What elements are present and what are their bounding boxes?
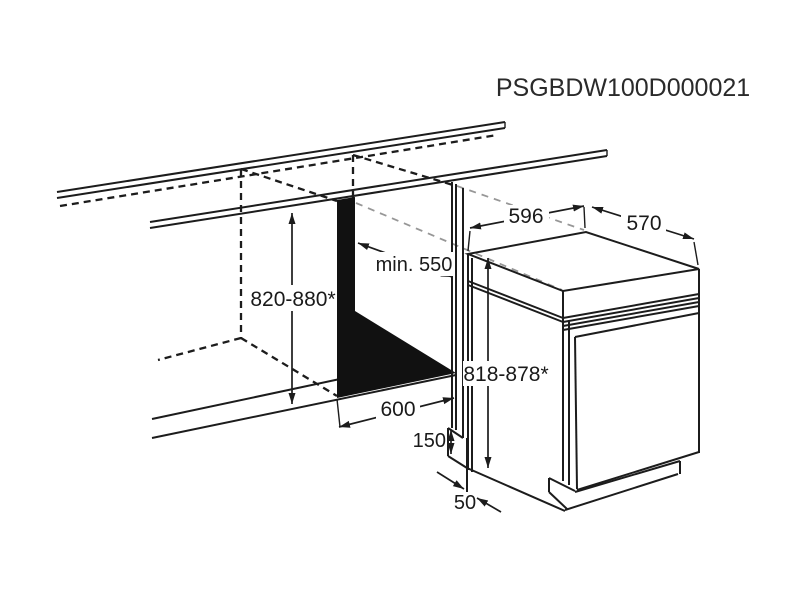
dim-niche-width: 600 [336, 397, 455, 428]
dim-appliance-depth: 570 [591, 206, 699, 266]
dim-label-appliance-width: 596 [508, 205, 543, 228]
side-panel [447, 182, 566, 512]
countertop [56, 121, 608, 229]
niche-opening [157, 153, 454, 397]
dim-plinth-height: 150 [413, 430, 455, 454]
model-code: PSGBDW100D000021 [496, 74, 750, 102]
dim-label-appliance-depth: 570 [626, 212, 661, 235]
dim-appliance-height: 818-878* [463, 258, 549, 468]
dim-plinth-depth: 50 [436, 471, 502, 514]
niche-shadow [337, 197, 456, 398]
dim-label-niche-width: 600 [380, 398, 415, 421]
dim-niche-depth: min. 550 [357, 242, 455, 278]
cabinet-floor [151, 374, 457, 439]
dim-niche-height: 820-880* [250, 213, 336, 404]
dim-label-niche-depth: min. 550 [376, 254, 453, 276]
dim-label-niche-height: 820-880* [250, 288, 335, 311]
dim-label-appliance-height: 818-878* [463, 363, 548, 386]
dim-label-plinth-height: 150 [413, 430, 446, 452]
dim-appliance-width: 596 [467, 204, 586, 252]
dim-label-plinth-depth: 50 [454, 492, 476, 514]
